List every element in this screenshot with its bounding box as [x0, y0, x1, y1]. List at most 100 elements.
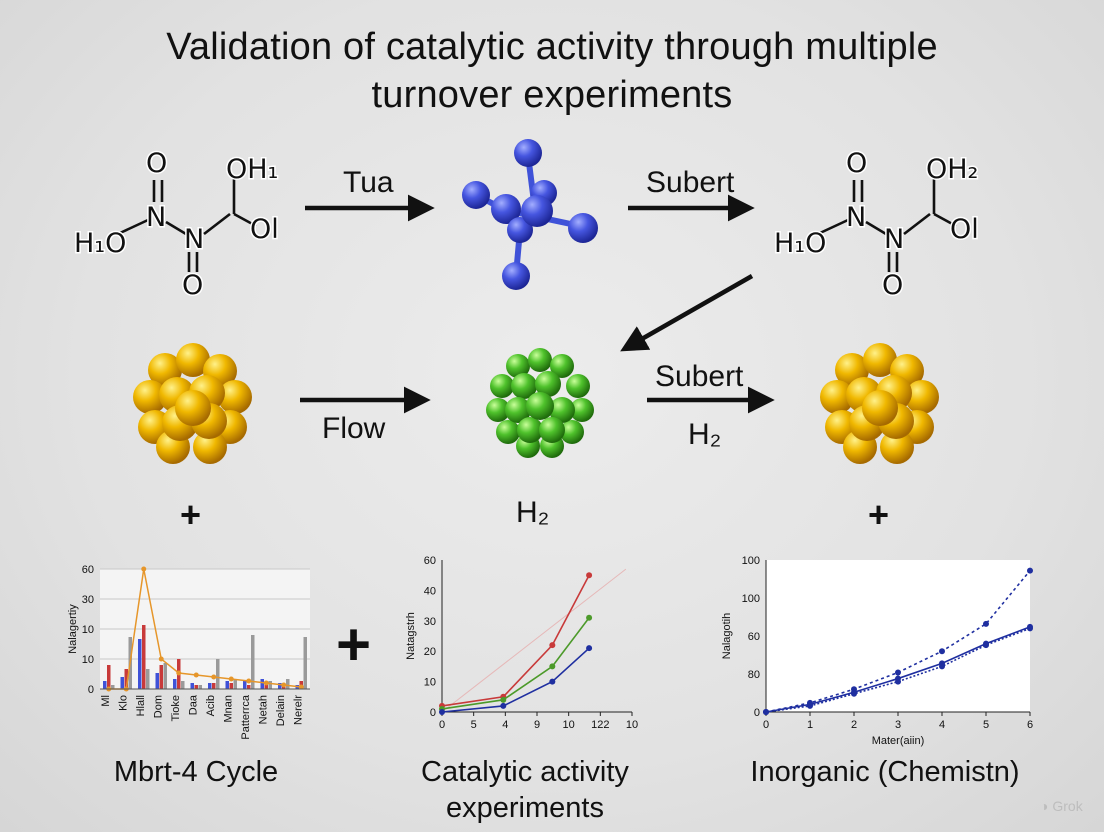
y-tick-label: 0 — [88, 684, 94, 696]
atom-oh: OH₁ — [226, 154, 278, 185]
caption-right: Inorganic (Chemistn) — [750, 756, 1020, 788]
x-tick-label: Netah — [257, 695, 269, 724]
bar — [124, 669, 128, 689]
bar — [233, 679, 237, 689]
bar — [286, 679, 290, 689]
x-tick-label: Hlall — [135, 695, 147, 716]
green-cluster — [486, 348, 594, 458]
x-tick-label: Nerelr — [292, 695, 304, 725]
molecule-left: O OH₁ N N H₁O Ol O — [73, 147, 281, 303]
bar — [159, 665, 163, 689]
label-subert-mid: Subert — [655, 360, 744, 393]
bar — [303, 637, 307, 689]
y-axis-title: Nalagertiy — [67, 604, 79, 654]
bar — [146, 669, 150, 689]
x-tick-label: Patterrca — [240, 694, 252, 740]
caption-middle-line2: experiments — [446, 792, 604, 824]
y-axis-title: Natagstrh — [405, 612, 417, 660]
plus-big: + — [336, 611, 372, 678]
data-point — [895, 669, 901, 676]
bar — [194, 685, 198, 689]
y-tick-label: 0 — [754, 707, 760, 719]
label-h2-mid: H₂ — [688, 418, 722, 451]
series-line — [441, 617, 590, 710]
y-tick-label: 40 — [424, 585, 436, 597]
x-tick-label: 5 — [471, 719, 477, 731]
bar — [181, 681, 185, 689]
atom-oh: OH₂ — [926, 154, 978, 185]
data-point — [500, 702, 507, 709]
bar — [173, 679, 177, 689]
y-tick-label: 80 — [748, 669, 760, 681]
data-point — [1027, 625, 1033, 632]
x-axis-title: Mater(aiin) — [872, 735, 925, 747]
bar — [247, 685, 251, 689]
data-point — [549, 663, 556, 670]
x-tick-label: 10 — [626, 719, 638, 731]
bar — [268, 681, 272, 689]
y-tick-label: 100 — [742, 593, 760, 605]
y-tick-label: 30 — [424, 616, 436, 628]
y-tick-label: 60 — [82, 564, 94, 576]
y-tick-label: 20 — [424, 646, 436, 658]
bar — [190, 683, 194, 689]
series-line — [108, 568, 302, 690]
label-h2-row3: H₂ — [516, 496, 550, 529]
series-line — [441, 647, 590, 713]
page-subtitle: turnover experiments — [371, 74, 733, 116]
data-point — [141, 566, 147, 572]
data-point — [983, 620, 989, 627]
x-tick-label: 0 — [763, 719, 769, 731]
x-tick-label: 2 — [851, 719, 857, 731]
data-point — [586, 614, 593, 621]
atom-ol: Ol — [950, 214, 979, 245]
y-tick-label: 60 — [424, 555, 436, 567]
bar — [243, 681, 247, 689]
plus-right: + — [868, 494, 890, 535]
data-point — [158, 656, 164, 662]
caption-middle-line1: Catalytic activity — [421, 756, 629, 788]
data-point — [851, 690, 857, 697]
atom-n1: N — [146, 202, 166, 233]
x-tick-label: 4 — [502, 719, 508, 731]
watermark: ◑ Grok — [1040, 798, 1083, 814]
data-point — [1027, 567, 1033, 574]
atom-n2: N — [884, 224, 904, 255]
x-tick-label: Daa — [187, 694, 199, 715]
atom-n2: N — [184, 224, 204, 255]
y-tick-label: 10 — [82, 654, 94, 666]
y-tick-label: 10 — [424, 677, 436, 689]
data-point — [439, 709, 445, 715]
data-point — [500, 696, 507, 703]
label-tua: Tua — [343, 166, 394, 199]
data-point — [193, 672, 199, 678]
y-tick-label: 100 — [742, 555, 760, 567]
blue-molecule-model — [462, 139, 598, 290]
data-point — [298, 684, 304, 690]
atom-n1: N — [846, 202, 866, 233]
x-tick-label: Delain — [275, 695, 287, 726]
data-point — [939, 648, 945, 655]
x-tick-label: Dom — [152, 695, 164, 718]
plot-area — [766, 560, 1030, 712]
x-tick-label: 122 — [591, 719, 609, 731]
gold-cluster-left — [133, 343, 252, 464]
atom-o-bottom: O — [182, 270, 203, 301]
caption-left: Mbrt-4 Cycle — [113, 756, 279, 788]
x-tick-label: Tioke — [170, 695, 182, 722]
data-point — [763, 709, 769, 715]
x-tick-label: 6 — [1027, 719, 1033, 731]
label-flow: Flow — [322, 412, 386, 445]
x-tick-label: Acib — [205, 695, 217, 716]
data-point — [246, 678, 252, 684]
bar — [163, 663, 167, 689]
atom-ho: H₁O — [774, 228, 826, 259]
bar — [229, 683, 233, 689]
atom-o-top: O — [146, 148, 167, 179]
data-point — [895, 678, 901, 685]
y-tick-label: 0 — [430, 707, 436, 719]
